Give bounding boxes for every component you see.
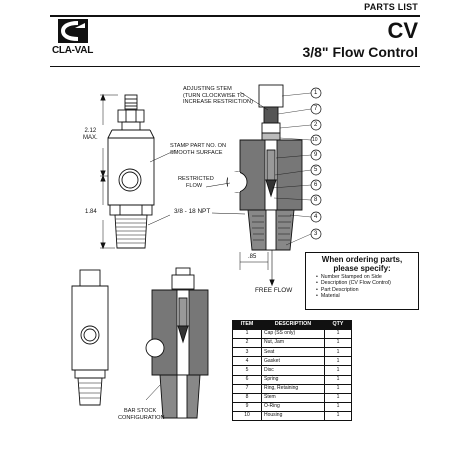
row-description: Cap (SS only): [261, 329, 325, 340]
npt-label: 3/8 - 18 NPT: [174, 208, 211, 215]
row-item: 7: [232, 383, 262, 394]
row-description: Gasket: [261, 356, 325, 367]
ordering-item: Description (CV Flow Control): [316, 280, 391, 286]
row-description: Ring, Retaining: [261, 383, 325, 394]
row-qty: 1: [324, 356, 352, 367]
row-qty: 1: [324, 374, 352, 385]
header-description: DESCRIPTION: [261, 319, 325, 331]
callout-8: 8: [314, 197, 318, 203]
dimension-1-84: 1.84: [85, 209, 97, 215]
row-description: O-Ring: [261, 401, 325, 412]
callout-4: 4: [314, 214, 318, 220]
row-qty: 1: [324, 365, 352, 376]
parts-list-heading: PARTS LIST: [364, 2, 418, 12]
callout-5: 5: [314, 167, 318, 173]
row-qty: 1: [324, 338, 352, 349]
stem-top: [124, 94, 138, 110]
ordering-item: Material: [316, 293, 391, 299]
bar-stock-label: BAR STOCK CONFIGURATION: [118, 408, 165, 421]
restricted-flow-line-2: FLOW: [186, 182, 203, 189]
ordering-list: Number Stamped on Side Description (CV F…: [316, 274, 391, 300]
bar-stock-section: [145, 267, 209, 419]
callout-10: 10: [312, 137, 318, 143]
row-qty: 1: [324, 392, 352, 403]
callout-1: 1: [314, 90, 318, 96]
callout-group: [271, 87, 322, 246]
row-description: Stem: [261, 392, 325, 403]
free-flow-label: FREE FLOW: [255, 287, 293, 294]
row-qty: 1: [324, 383, 352, 394]
callout-2: 2: [314, 122, 318, 128]
row-item: 2: [232, 338, 262, 349]
row-item: 1: [232, 329, 262, 340]
dimension-85: .85: [248, 254, 257, 260]
logo-text: CLA-VAL: [52, 45, 94, 56]
row-item: 4: [232, 356, 262, 367]
title-rule: [50, 66, 420, 67]
row-description: Seat: [261, 347, 325, 358]
ordering-title: When ordering parts, please specify:: [321, 255, 403, 273]
row-item: 5: [232, 365, 262, 376]
stamp-line-1: STAMP PART NO. ON: [170, 143, 227, 149]
dim-2-12-value: 2.12: [84, 128, 97, 134]
row-item: 6: [232, 374, 262, 385]
dim-max-label: MAX.: [83, 135, 98, 141]
stamp-line-2: SMOOTH SURFACE: [170, 149, 223, 156]
bar-stock-line-2: CONFIGURATION: [118, 414, 165, 421]
side-elevation-view: [100, 93, 177, 250]
header-item: ITEM: [232, 319, 262, 331]
row-description: Disc: [261, 365, 325, 376]
header-qty: QTY: [324, 319, 352, 331]
row-item: 9: [232, 401, 262, 412]
restricted-flow-label: RESTRICTED FLOW: [178, 176, 214, 189]
row-qty: 1: [324, 401, 352, 412]
bar-stock-line-1: BAR STOCK: [124, 408, 157, 414]
adjusting-stem-line-2: (TURN CLOCKWISE TO: [183, 92, 245, 99]
row-item: 3: [232, 347, 262, 358]
ordering-item: Part Description: [316, 287, 391, 293]
model-code: CV: [387, 18, 418, 43]
callout-6: 6: [314, 182, 318, 188]
ordering-item: Number Stamped on Side: [316, 274, 391, 280]
header-rule: [50, 15, 420, 17]
page-title: 3/8" Flow Control: [302, 44, 418, 60]
cla-val-logo: [58, 19, 88, 43]
sectional-view: [205, 84, 303, 287]
row-qty: 1: [324, 329, 352, 340]
logo-mark-icon: [60, 21, 85, 41]
parts-table-header: ITEM DESCRIPTION QTY: [232, 319, 352, 331]
callout-3: 3: [314, 231, 318, 237]
restricted-flow-line-1: RESTRICTED: [178, 176, 214, 182]
ordering-info-box: When ordering parts, please specify: Num…: [305, 252, 419, 310]
adjusting-stem-line-3: INCREASE RESTRICTION): [183, 99, 253, 105]
row-description: Housing: [261, 410, 325, 422]
dimension-2-12: 2.12 MAX.: [83, 128, 98, 142]
row-qty: 1: [324, 347, 352, 358]
callout-7: 7: [314, 106, 318, 112]
callout-9: 9: [314, 152, 318, 158]
adjusting-stem-line-1: ADJUSTING STEM: [183, 86, 232, 92]
row-qty: 1: [324, 410, 352, 422]
stamp-label: STAMP PART NO. ON SMOOTH SURFACE: [170, 143, 226, 156]
row-item: 8: [232, 392, 262, 403]
row-item: 10: [232, 410, 262, 422]
adjusting-stem-label: ADJUSTING STEM (TURN CLOCKWISE TO INCREA…: [183, 86, 253, 106]
bar-stock-view: [71, 269, 109, 406]
row-description: Spring: [261, 374, 325, 385]
row-description: Nut, Jam: [261, 338, 325, 349]
